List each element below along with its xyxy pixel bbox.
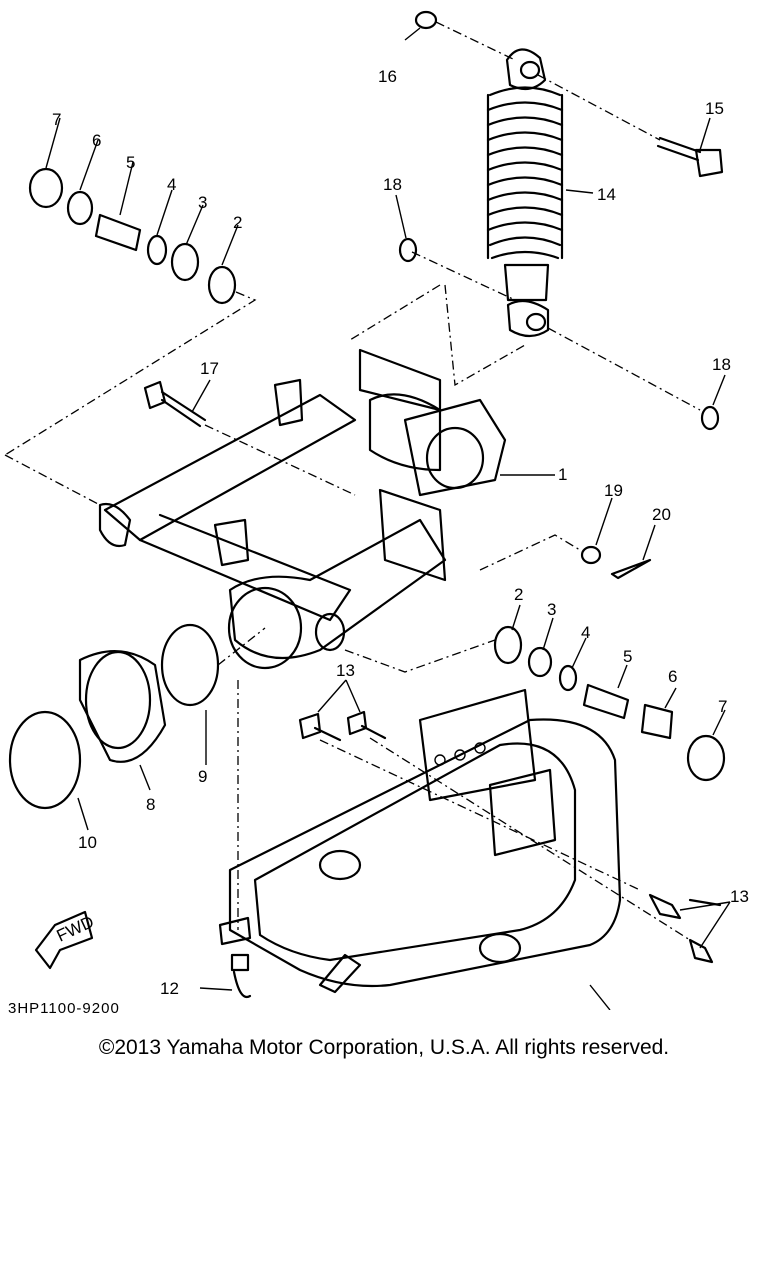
callout-12: 12 bbox=[160, 979, 179, 998]
callout-6-right: 6 bbox=[668, 667, 677, 686]
copyright-notice: ©2013 Yamaha Motor Corporation, U.S.A. A… bbox=[98, 1036, 670, 1059]
callout-17: 17 bbox=[200, 359, 219, 378]
callout-14: 14 bbox=[597, 185, 616, 204]
forward-direction-arrow: FWD bbox=[34, 910, 97, 970]
rear-shock-absorber bbox=[398, 10, 724, 431]
callout-6: 6 bbox=[92, 131, 101, 150]
swingarm-body bbox=[4, 284, 555, 670]
callout-8: 8 bbox=[146, 795, 155, 814]
callout-5: 5 bbox=[126, 153, 135, 172]
callout-15: 15 bbox=[705, 99, 724, 118]
leader-lines bbox=[45, 27, 726, 831]
callout-7: 7 bbox=[52, 110, 61, 129]
callout-2: 2 bbox=[233, 213, 242, 232]
callout-1: 1 bbox=[558, 465, 567, 484]
callout-3: 3 bbox=[198, 193, 207, 212]
callout-5-right: 5 bbox=[623, 647, 632, 666]
skid-plate bbox=[199, 688, 731, 1010]
callout-4: 4 bbox=[167, 175, 176, 194]
callout-19: 19 bbox=[604, 481, 623, 500]
left-pivot-parts bbox=[4, 167, 257, 456]
diagram-reference-code: 3HP1100-9200 bbox=[8, 1000, 120, 1017]
callout-7-right: 7 bbox=[718, 697, 727, 716]
exploded-parts-diagram: FWD 7 6 5 4 3 2 16 15 14 bbox=[4, 10, 749, 1010]
callout-13-top: 13 bbox=[336, 661, 355, 680]
callout-2-right: 2 bbox=[514, 585, 523, 604]
callout-18-right: 18 bbox=[712, 355, 731, 374]
boot-and-bands bbox=[8, 623, 266, 930]
callout-18-top: 18 bbox=[383, 175, 402, 194]
callout-10: 10 bbox=[78, 833, 97, 852]
pivot-bolt bbox=[143, 380, 356, 496]
callout-9: 9 bbox=[198, 767, 207, 786]
right-pivot-parts bbox=[344, 534, 726, 782]
callout-13-right: 13 bbox=[730, 887, 749, 906]
callout-3-right: 3 bbox=[547, 600, 556, 619]
callout-16: 16 bbox=[378, 67, 397, 86]
callout-4-right: 4 bbox=[581, 623, 590, 642]
shock-spring bbox=[486, 86, 564, 260]
callout-20: 20 bbox=[652, 505, 671, 524]
callout-numbers: 7 6 5 4 3 2 16 15 14 18 18 17 1 19 20 2 … bbox=[52, 67, 749, 998]
